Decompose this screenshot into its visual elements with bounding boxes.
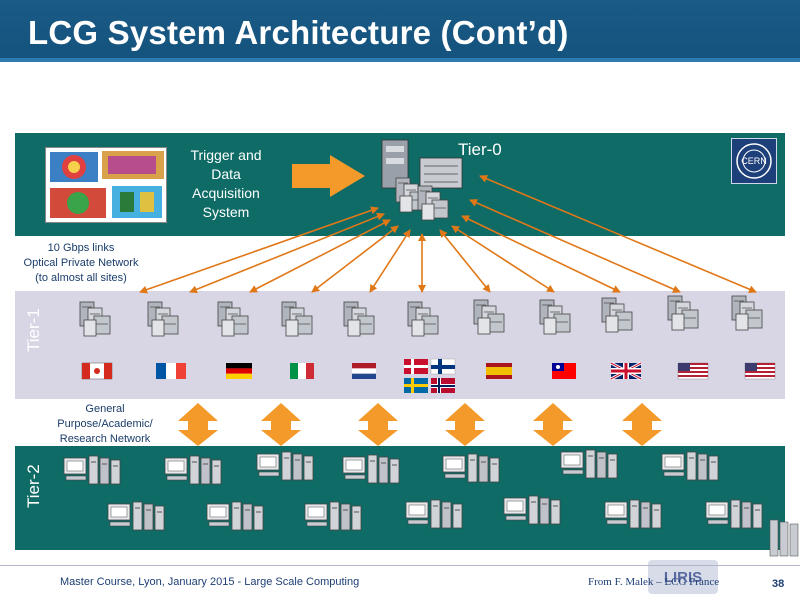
tier2-band (15, 446, 785, 550)
tier0-server-cluster (381, 139, 463, 221)
tier2-site-row (63, 449, 763, 531)
canada-flag (81, 362, 113, 380)
links-line-3: (to almost all sites) (35, 272, 127, 284)
trigger-line-1: Trigger and (190, 147, 262, 163)
links-line-1: 10 Gbps links (47, 242, 115, 254)
slide-title: LCG System Architecture (Cont’d) (28, 14, 569, 51)
title-bar: LCG System Architecture (Cont’d) (0, 0, 800, 62)
trigger-line-2: Data (211, 166, 241, 182)
cern-logo-text: CERN (741, 156, 767, 166)
general-line-1: General (85, 403, 125, 415)
trigger-line-3: Acquisition (192, 185, 260, 201)
finland-flag (430, 358, 456, 375)
opn-links (139, 175, 757, 294)
footer-course: Master Course, Lyon, January 2015 - Larg… (60, 576, 360, 588)
netherlands-flag (352, 363, 376, 379)
taiwan-flag (552, 363, 576, 379)
liris-logo-text: LIRIS (664, 569, 702, 586)
general-line-3: Research Network (59, 433, 151, 445)
footer-divider (0, 565, 800, 566)
spain-flag (486, 363, 512, 379)
sweden-flag (404, 378, 428, 393)
usa-flag (677, 362, 709, 380)
daq-to-tier0-arrow (292, 155, 365, 197)
tier0-label: Tier-0 (458, 140, 502, 159)
corner-server-decoration (769, 519, 799, 557)
general-line-2: Purpose/Academic/ (57, 418, 153, 430)
denmark-flag (404, 359, 428, 374)
network-links-label: 10 Gbps links Optical Private Network (t… (5, 241, 157, 286)
footer-credit: From F. Malek – LCG France (588, 576, 720, 588)
general-network-label: General Purpose/Academic/ Research Netwo… (35, 402, 175, 447)
germany-flag (226, 363, 252, 379)
usa-flag (744, 362, 776, 380)
page-number: 38 (772, 578, 785, 590)
liris-logo: LIRIS (648, 560, 718, 594)
france-flag (156, 363, 186, 379)
italy-flag (290, 363, 314, 379)
tier1-tier2-arrows (178, 403, 662, 446)
norway-flag (431, 378, 455, 393)
tier1-server-row (79, 295, 763, 337)
uk-flag (610, 361, 642, 381)
tier1-band (15, 291, 785, 399)
links-line-2: Optical Private Network (23, 257, 139, 269)
